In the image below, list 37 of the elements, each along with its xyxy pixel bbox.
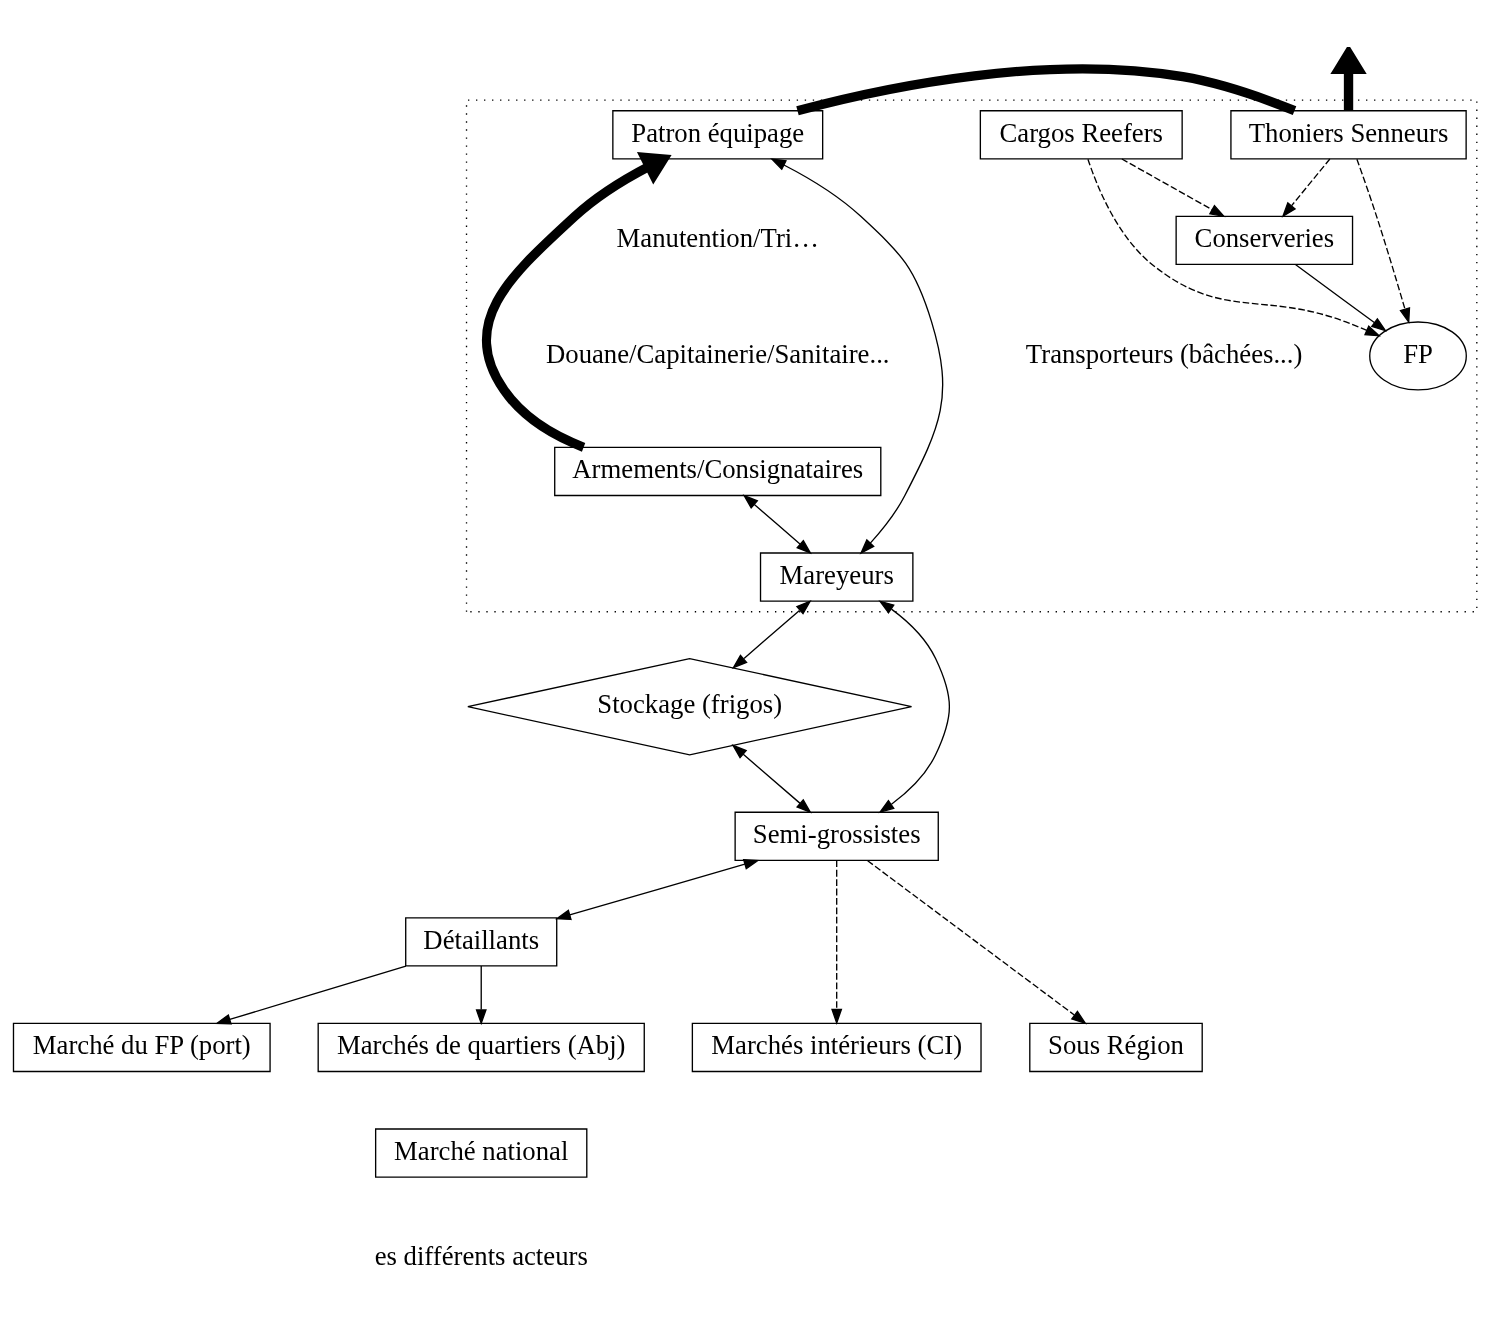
arrow — [831, 860, 843, 1025]
node-box: Marchés intérieurs (CI) — [691, 1022, 982, 1073]
node-box: Marchés de quartiers (Abj) — [317, 1022, 645, 1073]
arrow — [1356, 158, 1411, 324]
label: Manutention/Tri… — [616, 223, 819, 254]
arrow — [867, 860, 1087, 1025]
node-ellipse: FP — [1369, 321, 1467, 391]
arrow — [214, 965, 407, 1025]
label: Douane/Capitainerie/Sanitaire... — [546, 338, 890, 369]
arrow — [742, 494, 812, 555]
arrow — [475, 965, 487, 1026]
node-diamond: Stockage (frigos) — [467, 657, 913, 756]
arrow — [1294, 263, 1387, 332]
arrow — [878, 600, 951, 814]
arrow — [1281, 158, 1331, 218]
arrow — [731, 744, 812, 814]
node-box: Marché national — [374, 1128, 588, 1178]
arrow — [481, 152, 672, 452]
node-box: Armements/Consignataires — [554, 446, 882, 497]
node-box: Thoniers Senneurs — [1230, 110, 1467, 160]
arrow — [1121, 158, 1226, 218]
arrow — [731, 600, 812, 669]
connector — [796, 64, 1297, 116]
arrow — [1330, 47, 1367, 111]
arrow — [554, 858, 760, 921]
node-box: Cargos Reefers — [979, 110, 1183, 160]
node-box: Conserveries — [1175, 215, 1354, 266]
node-box: Marché du FP (port) — [12, 1022, 271, 1073]
label: es différents acteurs — [374, 1241, 588, 1272]
node-box: Patron équipage — [612, 110, 824, 160]
node-box: Détaillants — [405, 917, 558, 967]
node-box: Mareyeurs — [759, 552, 914, 602]
arrow — [1087, 158, 1381, 337]
node-box: Sous Région — [1029, 1022, 1203, 1073]
label: Transporteurs (bâchées...) — [1025, 338, 1303, 369]
node-box: Semi-grossistes — [734, 811, 939, 862]
arrow — [770, 158, 944, 555]
